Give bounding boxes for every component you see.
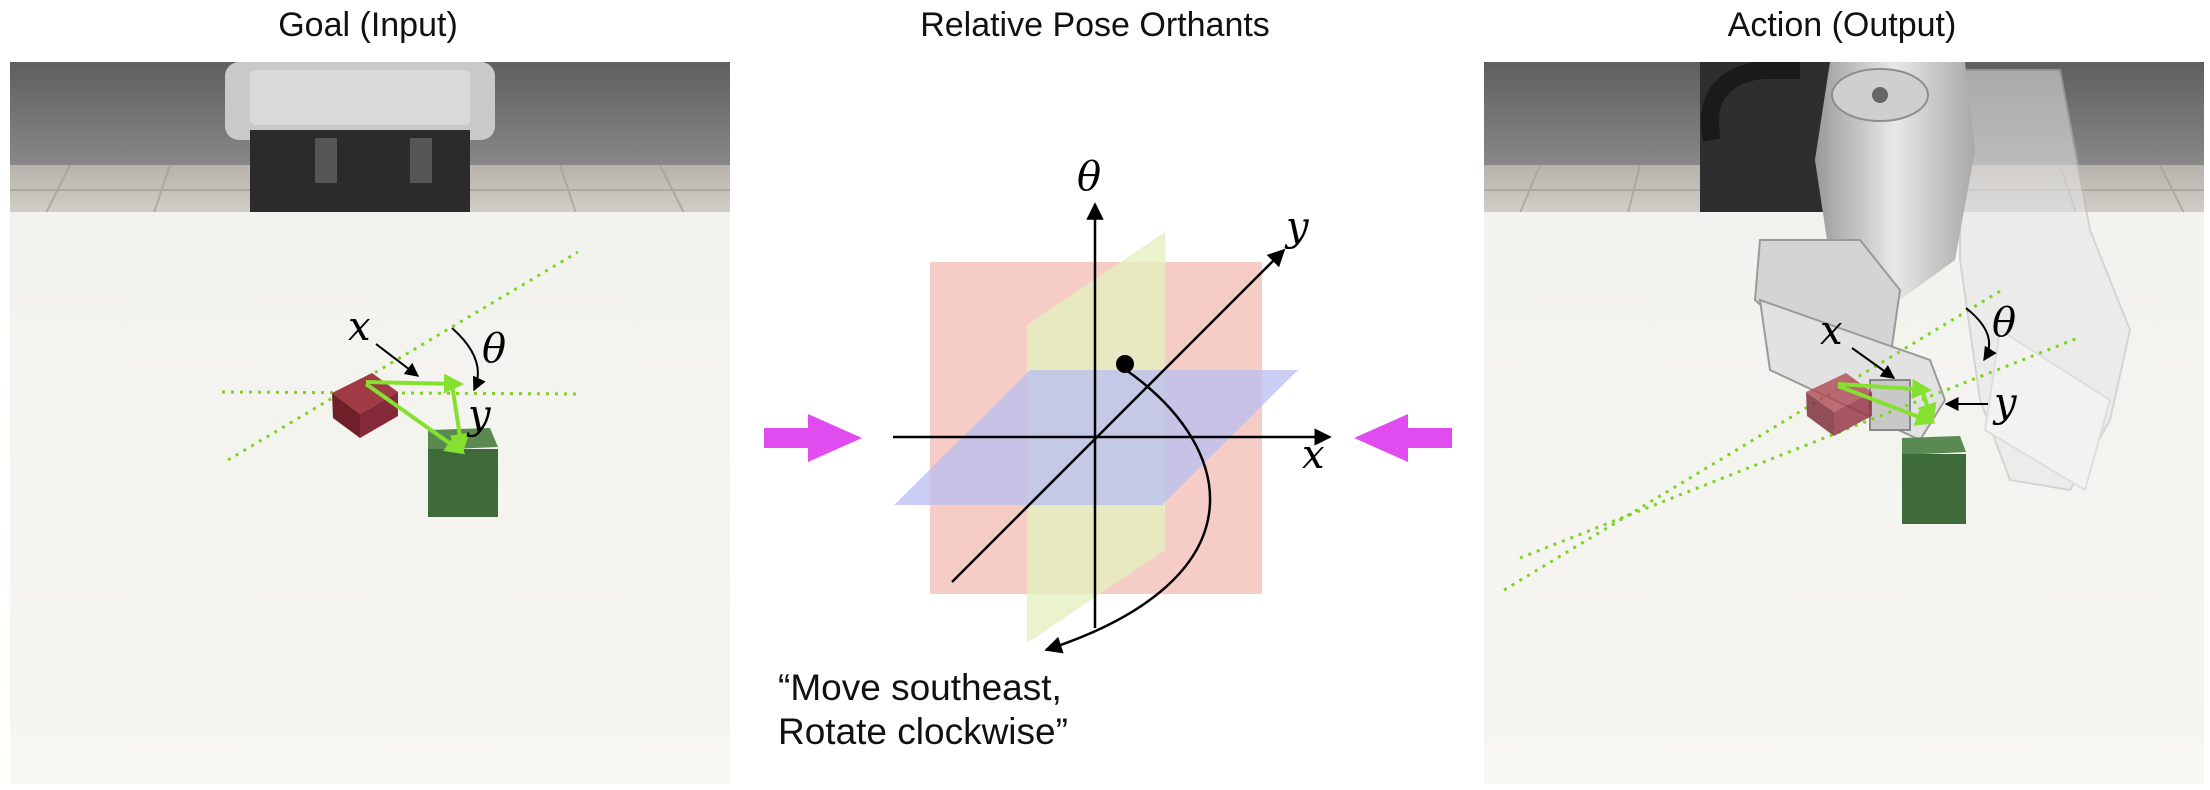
action-theta-arc <box>1965 307 1997 362</box>
robot-arm-ghost <box>1959 69 2132 492</box>
robot-arm <box>1753 62 1975 442</box>
goal-title: Goal (Input) <box>278 6 458 44</box>
goal-y-label: y <box>466 392 492 438</box>
action-x-label: x <box>1820 308 1843 354</box>
goal-offset-vector <box>449 383 470 454</box>
action-theta-label: θ <box>1992 300 2016 346</box>
action-guide-line-1 <box>1519 336 2079 560</box>
action-x-pointer <box>1851 347 1896 379</box>
axis-y-label: y <box>1284 204 1310 250</box>
goal-x-pointer <box>375 343 420 377</box>
orthants-title: Relative Pose Orthants <box>920 6 1270 44</box>
action-title: Action (Output) <box>1728 6 1957 44</box>
orthants-diagram: θ y x “Move southeast, Rotate clockwise” <box>778 154 1332 752</box>
axis-y <box>951 248 1286 583</box>
pose-point <box>1116 355 1134 373</box>
goal-x-vector <box>365 373 464 394</box>
flow-arrow-right-icon <box>764 414 862 462</box>
goal-theta-label: θ <box>482 326 506 372</box>
rotation-curve <box>1044 368 1212 654</box>
goal-theta-arc <box>451 327 486 392</box>
robot-handle <box>1701 62 1800 142</box>
flow-arrow-left-icon <box>1354 414 1452 462</box>
goal-guide-line-horizontal <box>221 390 581 396</box>
action-y-label: y <box>1992 380 2018 426</box>
action-panel: x θ y <box>1484 62 2204 784</box>
action-y-vector <box>1837 384 1936 426</box>
goal-x-label: x <box>348 304 371 350</box>
axis-x-label: x <box>1302 432 1325 478</box>
goal-y-vector <box>364 382 466 455</box>
goal-green-cube <box>428 428 498 517</box>
caption-line-2: Rotate clockwise” <box>778 711 1068 752</box>
goal-table <box>10 212 730 784</box>
action-green-cube <box>1902 436 1966 524</box>
action-offset-vector <box>1917 389 1937 424</box>
caption-line-1: “Move southeast, <box>778 667 1062 708</box>
goal-robot-base <box>225 62 495 215</box>
axis-theta-label: θ <box>1077 154 1101 200</box>
action-guide-line-2 <box>1503 288 2003 592</box>
action-x-vector <box>1837 378 1932 399</box>
action-red-cube <box>1806 373 1872 436</box>
goal-panel: x θ y <box>10 62 730 784</box>
